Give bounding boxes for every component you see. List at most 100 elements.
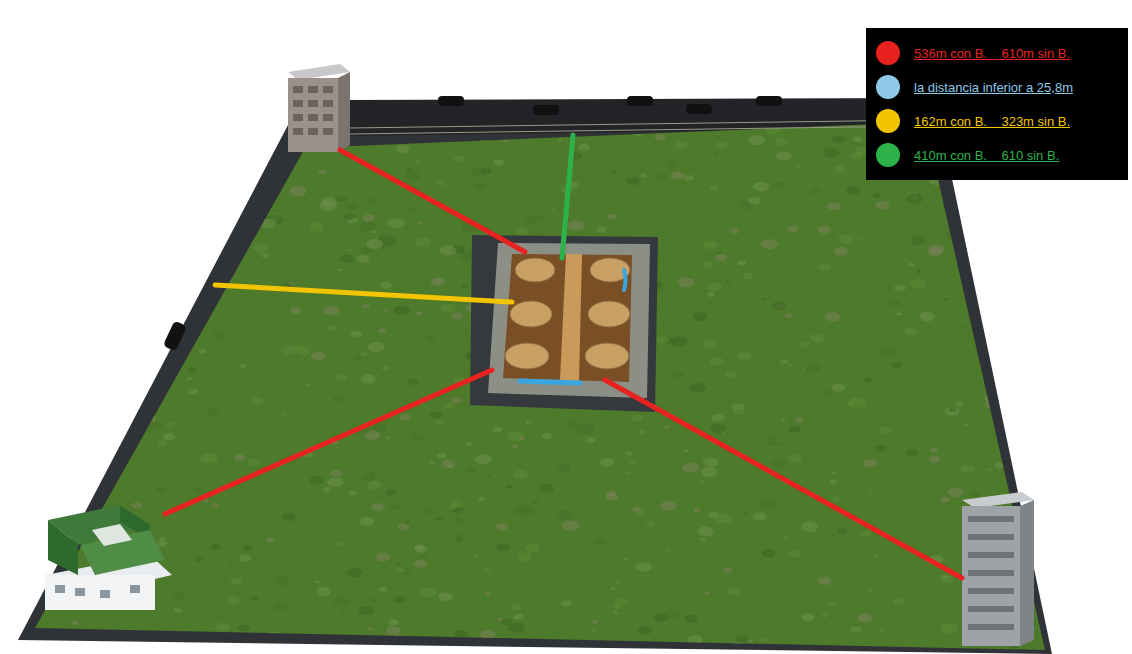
grass-speckle [465,442,472,446]
legend-row: 162m con B. 323m sin B. [876,109,1120,133]
grass-speckle [880,629,884,632]
grass-speckle [339,269,344,272]
grass-speckle [772,302,786,311]
legend-swatch [876,41,900,65]
grass-speckle [640,173,647,177]
grass-speckle [788,550,801,558]
grass-speckle [339,254,353,263]
grass-speckle [372,423,386,432]
grass-speckle [690,383,706,393]
grass-speckle [315,581,320,584]
legend-swatch [876,75,900,99]
grass-speckle [251,596,259,601]
grass-speckle [409,207,416,211]
grass-speckle [787,225,798,232]
grass-speckle [715,254,727,261]
legend-row: la distancia inferior a 25,8m [876,75,1120,99]
grass-speckle [700,480,705,483]
grass-speckle [420,588,436,598]
grass-speckle [188,261,197,266]
grass-speckle [540,484,554,493]
grass-speckle [438,592,452,601]
grass-speckle [89,347,93,350]
grass-speckle [943,203,955,210]
grass-speckle [160,249,173,257]
grass-speckle [606,490,616,496]
grass-speckle [274,603,288,611]
grass-speckle [397,568,405,573]
grass-speckle [748,197,761,205]
grass-speckle [76,491,86,497]
grass-speckle [542,433,552,439]
grass-speckle [139,174,145,178]
grass-speckle [113,372,129,382]
grass-speckle [351,331,362,338]
grass-speckle [387,218,404,228]
grass-speckle [46,490,56,496]
grass-speckle [406,172,420,180]
grass-speckle [850,626,861,633]
grass-speckle [424,508,435,514]
grass-speckle [338,542,344,546]
grass-speckle [703,241,717,250]
grass-speckle [940,497,949,503]
grass-speckle [984,394,995,401]
grass-speckle [450,500,463,508]
grass-speckle [159,537,165,541]
grass-speckle [290,631,296,634]
grass-speckle [310,476,324,484]
grass-speckle [1031,282,1048,292]
grass-speckle [336,374,347,381]
grass-speckle [821,614,827,617]
grass-speckle [127,430,139,437]
grass-speckle [726,587,740,595]
grass-speckle [930,448,937,452]
grass-speckle [730,228,739,233]
grass-speckle [275,139,281,142]
grass-speckle [367,627,373,630]
grass-speckle [93,475,106,483]
grass-speckle [132,645,138,649]
grass-speckle [32,411,46,420]
grass-speckle [98,387,107,393]
grass-speckle [96,390,104,395]
grass-speckle [823,390,832,395]
grass-speckle [54,124,59,127]
grass-speckle [662,624,666,626]
grass-speckle [512,445,518,449]
grass-speckle [759,499,777,510]
grass-speckle [748,639,753,642]
grass-speckle [55,316,65,322]
grass-speckle [880,348,896,358]
grass-speckle [665,160,679,169]
grass-speckle [796,418,804,423]
grass-speckle [368,342,385,352]
grass-speckle [365,522,370,525]
grass-speckle [626,451,633,455]
grass-speckle [775,151,791,160]
grass-speckle [629,460,636,464]
grass-speckle [386,436,390,439]
grass-speckle [390,504,400,510]
grass-speckle [32,201,44,208]
fence [350,120,925,134]
grass-speckle [515,505,533,516]
grass-speckle [743,539,747,541]
grass-speckle [393,596,406,604]
grass-speckle [904,327,918,335]
grass-speckle [911,236,927,245]
grass-speckle [318,170,326,175]
grass-speckle [949,407,957,412]
grass-speckle [613,611,618,614]
grass-speckle [837,528,847,534]
grass-speckle [219,265,223,268]
grass-speckle [414,560,427,568]
grass-speckle [832,135,845,143]
grass-speckle [452,313,464,320]
grass-speckle [75,476,88,484]
grass-speckle [894,284,906,291]
grass-speckle [984,199,994,205]
grass-speckle [198,349,206,354]
legend-row: 536m con B. 610m sin B. [876,41,1120,65]
grass-speckle [85,461,100,470]
